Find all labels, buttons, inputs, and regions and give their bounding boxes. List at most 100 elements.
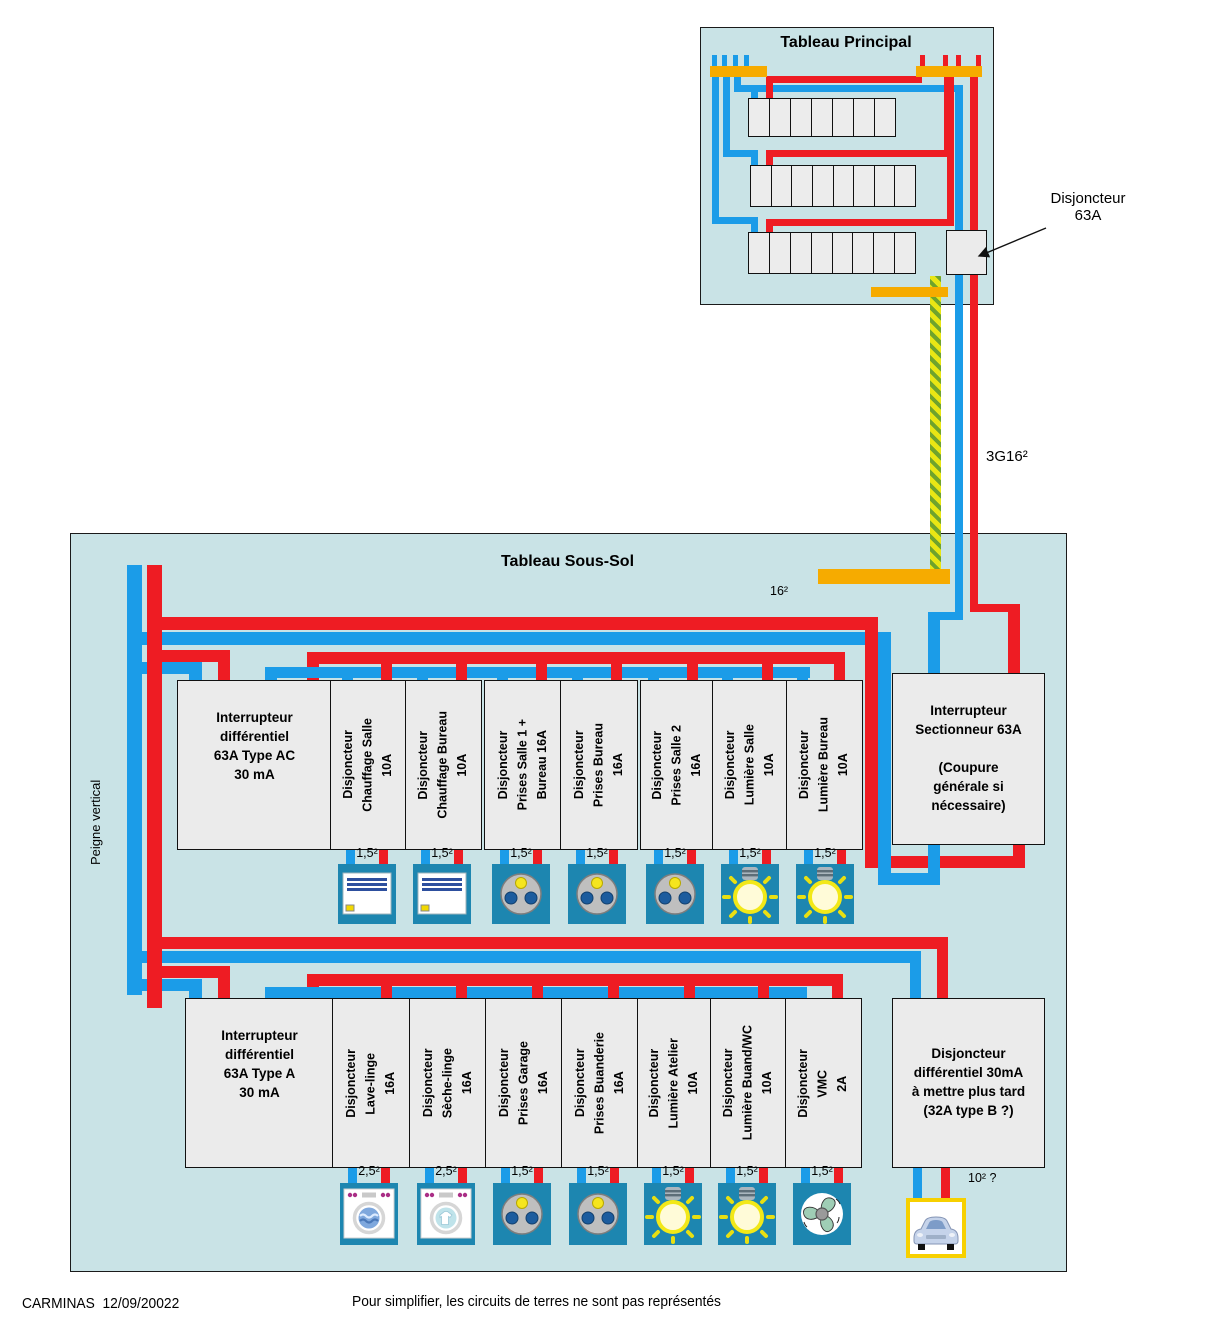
wire-red [456, 974, 467, 998]
wire-blue [127, 662, 202, 674]
breaker-module-row [748, 98, 896, 137]
wire-red [218, 966, 230, 998]
outlet-icon [493, 1183, 551, 1245]
wire-red [766, 219, 773, 234]
wire-blue [648, 667, 659, 680]
wire-blue [928, 843, 940, 885]
wire-blue [189, 662, 202, 680]
heater-icon [413, 864, 471, 924]
wire-red [865, 856, 1025, 868]
breaker-label: Disjoncteur Lumière Atelier 10A [647, 1037, 701, 1129]
rcd-ac-box: Interrupteur différentiel 63A Type AC 30… [177, 680, 332, 850]
wire-red [218, 650, 230, 680]
future-diff-breaker-box: Disjoncteur différentiel 30mA à mettre p… [892, 998, 1045, 1168]
isolator-63a-box: Interrupteur Sectionneur 63A (Coupure gé… [892, 673, 1045, 845]
wire-blue [572, 667, 583, 680]
wire-blue [712, 217, 758, 224]
wire-red [762, 848, 771, 865]
wire-size-label: 1,5² [739, 846, 761, 860]
wire-red [147, 937, 948, 949]
module-cell [749, 99, 770, 136]
wire-blue [346, 848, 355, 865]
wire-size-label: 1,5² [586, 846, 608, 860]
wire-red [947, 77, 954, 224]
wire-blue [722, 55, 727, 66]
wire-blue [189, 979, 202, 998]
wire-blue [344, 987, 355, 998]
wire-red [687, 652, 698, 680]
wire-blue [495, 987, 506, 998]
rcd-a-label: Interrupteur différentiel 63A Type A 30 … [221, 1028, 298, 1100]
breaker-prises-salle2-box: Disjoncteur Prises Salle 2 16A [640, 680, 714, 850]
wire-blue [751, 85, 758, 100]
wire-blue [751, 217, 758, 233]
breaker-prises-salle1-box: Disjoncteur Prises Salle 1 + Bureau 16A [484, 680, 562, 850]
module-cell [813, 166, 834, 206]
sub-panel-title: Tableau Sous-Sol [500, 553, 635, 570]
wire-red [533, 848, 542, 865]
module-cell [833, 233, 854, 273]
wire-red [609, 848, 618, 865]
wire-blue [348, 1166, 357, 1183]
wire-size-label: 1,5² [511, 1164, 533, 1178]
wire-blue [744, 55, 749, 66]
wire-blue [127, 951, 921, 963]
wire-red [937, 937, 948, 998]
wire-size-label: 2,5² [435, 1164, 457, 1178]
breaker-label: Disjoncteur Prises Salle 2 16A [649, 724, 703, 806]
wire-red [1013, 843, 1025, 868]
wire-red [865, 617, 878, 868]
wire-blue [910, 951, 921, 998]
wire-red [758, 974, 769, 998]
wire-red [147, 650, 230, 662]
module-cell [853, 233, 875, 273]
fan-icon [793, 1183, 851, 1245]
wire-blue [425, 1166, 434, 1183]
main-breaker-63a-box [946, 230, 987, 275]
wire-blue [797, 667, 808, 680]
module-cell [833, 99, 854, 136]
breaker-label: Disjoncteur Chauffage Salle 10A [341, 718, 395, 812]
wire-red [147, 617, 878, 630]
lamp-icon [644, 1183, 702, 1245]
breaker-label: Disjoncteur Lumière Salle 10A [722, 724, 776, 806]
module-cell [854, 99, 875, 136]
wire-red [766, 76, 922, 83]
wire-size-label: 1,5² [510, 846, 532, 860]
wire-blue [419, 987, 430, 998]
wire-blue [421, 848, 430, 865]
breaker-label: Disjoncteur VMC 2A [796, 1048, 850, 1118]
wire-blue-trunk [127, 565, 142, 995]
wire-blue [127, 979, 202, 991]
rcd-a-box: Interrupteur différentiel 63A Type A 30 … [185, 998, 334, 1168]
lamp-icon [721, 864, 779, 924]
wire-blue [654, 848, 663, 865]
breaker-chauffage-salle-box: Disjoncteur Chauffage Salle 10A [330, 680, 407, 850]
wire-red [456, 652, 467, 680]
wire-blue [577, 1166, 586, 1183]
wire-size-label: 1,5² [662, 1164, 684, 1178]
wire-blue [571, 987, 582, 998]
main-breaker-callout: Disjoncteur 63A [1050, 190, 1126, 224]
wire-red [687, 848, 696, 865]
wire-blue [342, 667, 353, 680]
breaker-seche-linge-box: Disjoncteur Sèche-linge 16A [409, 998, 487, 1168]
module-cell [770, 99, 791, 136]
wire-size-label: 2,5² [358, 1164, 380, 1178]
wire-blue [647, 987, 658, 998]
washer-icon [340, 1183, 398, 1245]
car-cable-label: 10² ? [968, 1171, 997, 1185]
wire-red [943, 55, 948, 66]
module-cell [770, 233, 791, 273]
breaker-label: Disjoncteur Chauffage Bureau 10A [416, 711, 470, 819]
wire-red [837, 848, 846, 865]
wire-blue [721, 987, 732, 998]
breaker-vmc-box: Disjoncteur VMC 2A [785, 998, 862, 1168]
wire-red-main [970, 77, 978, 609]
breaker-module-row [750, 165, 916, 207]
wire-size-label: 1,5² [736, 1164, 758, 1178]
lamp-icon [718, 1183, 776, 1245]
wire-size-label: 1,5² [811, 1164, 833, 1178]
module-cell [874, 233, 896, 273]
breaker-module-row [748, 232, 916, 274]
